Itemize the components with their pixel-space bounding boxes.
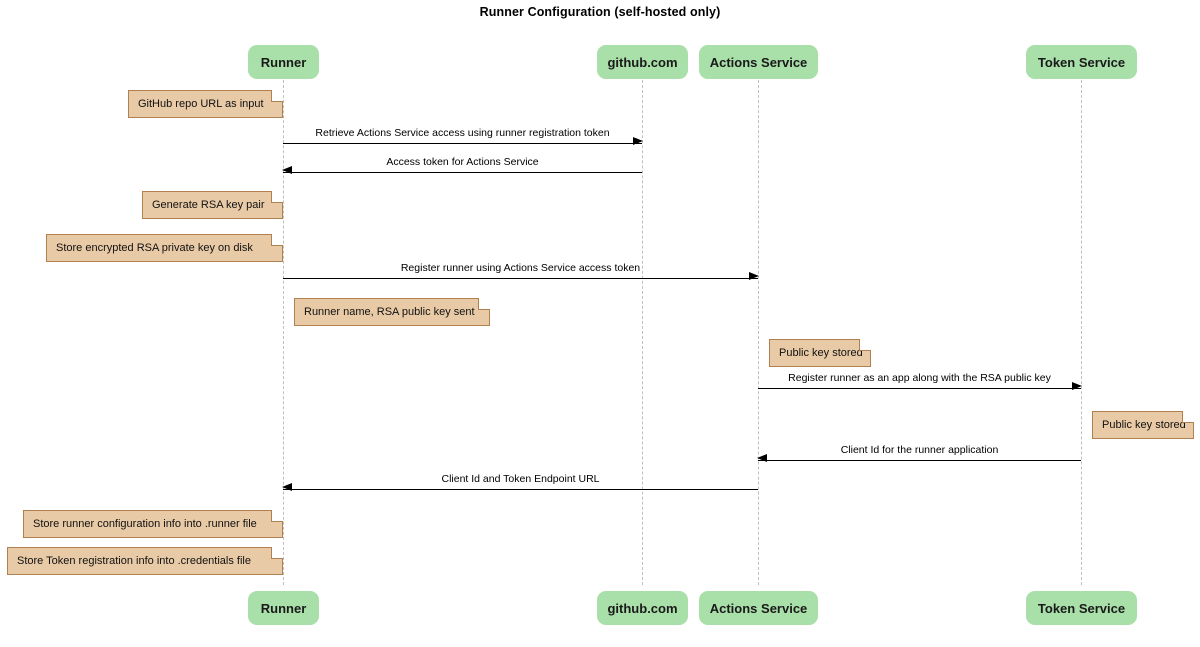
- note-text: Runner name, RSA public key sent: [304, 306, 475, 318]
- message-access-token: Access token for Actions Service: [282, 147, 642, 177]
- participant-label: Actions Service: [709, 600, 808, 616]
- note-fold-icon: [271, 191, 283, 203]
- note-text: Public key stored: [1102, 419, 1186, 431]
- message-line: [283, 271, 759, 280]
- arrow-right-icon: [1072, 381, 1082, 390]
- note-store-encrypted-private-key: Store encrypted RSA private key on disk: [46, 234, 283, 262]
- message-client-id-and-token-endpoint: Client Id and Token Endpoint URL: [282, 464, 758, 494]
- note-fold-icon: [271, 90, 283, 102]
- arrow-right-icon: [633, 136, 643, 145]
- page-title: Runner Configuration (self-hosted only): [479, 5, 721, 19]
- message-line: [282, 482, 758, 491]
- participant-actions-bottom[interactable]: Actions Service: [699, 591, 818, 625]
- message-register-runner-as-app: Register runner as an app along with the…: [758, 363, 1082, 393]
- note-text: GitHub repo URL as input: [138, 98, 264, 110]
- note-public-key-stored-token: Public key stored: [1092, 411, 1194, 439]
- note-fold-icon: [1182, 411, 1194, 423]
- lifeline-runner: [283, 80, 284, 585]
- participant-token-bottom[interactable]: Token Service: [1026, 591, 1137, 625]
- note-fold-icon: [859, 339, 871, 351]
- note-store-token-registration: Store Token registration info into .cred…: [7, 547, 283, 575]
- message-label: Client Id and Token Endpoint URL: [441, 473, 600, 485]
- message-label: Retrieve Actions Service access using ru…: [315, 127, 610, 139]
- note-runner-name-public-key-sent: Runner name, RSA public key sent: [294, 298, 490, 326]
- note-text: Generate RSA key pair: [152, 199, 265, 211]
- participant-label: Token Service: [1037, 600, 1126, 616]
- participant-label: Runner: [260, 54, 307, 70]
- note-store-runner-config: Store runner configuration info into .ru…: [23, 510, 283, 538]
- note-text: Store encrypted RSA private key on disk: [56, 242, 253, 254]
- message-line: [758, 381, 1082, 390]
- lifeline-actions: [758, 80, 759, 585]
- note-fold-icon: [271, 547, 283, 559]
- participant-github-top[interactable]: github.com: [597, 45, 688, 79]
- participant-label: github.com: [607, 54, 678, 70]
- participant-label: Actions Service: [709, 54, 808, 70]
- arrow-right-icon: [749, 271, 759, 280]
- arrow-left-icon: [757, 453, 767, 462]
- participant-runner-bottom[interactable]: Runner: [248, 591, 319, 625]
- message-client-id-for-runner-app: Client Id for the runner application: [757, 435, 1081, 465]
- participant-label: Token Service: [1037, 54, 1126, 70]
- note-fold-icon: [271, 510, 283, 522]
- arrow-left-icon: [282, 482, 292, 491]
- participant-token-top[interactable]: Token Service: [1026, 45, 1137, 79]
- message-line: [282, 165, 642, 174]
- note-fold-icon: [478, 298, 490, 310]
- note-fold-icon: [271, 234, 283, 246]
- message-line: [757, 453, 1081, 462]
- message-line: [283, 136, 643, 145]
- note-text: Public key stored: [779, 347, 863, 359]
- participant-label: github.com: [607, 600, 678, 616]
- note-text: Store runner configuration info into .ru…: [33, 518, 257, 530]
- note-public-key-stored-actions: Public key stored: [769, 339, 871, 367]
- participant-label: Runner: [260, 600, 307, 616]
- lifeline-token: [1081, 80, 1082, 585]
- message-label: Client Id for the runner application: [840, 444, 999, 456]
- message-retrieve-actions-access: Retrieve Actions Service access using ru…: [283, 118, 643, 148]
- participant-actions-top[interactable]: Actions Service: [699, 45, 818, 79]
- note-generate-rsa-key-pair: Generate RSA key pair: [142, 191, 283, 219]
- arrow-left-icon: [282, 165, 292, 174]
- participant-runner-top[interactable]: Runner: [248, 45, 319, 79]
- message-label: Register runner using Actions Service ac…: [400, 262, 641, 274]
- message-label: Register runner as an app along with the…: [788, 372, 1051, 384]
- lifeline-github: [642, 80, 643, 585]
- message-register-runner: Register runner using Actions Service ac…: [283, 253, 759, 283]
- note-text: Store Token registration info into .cred…: [17, 555, 251, 567]
- note-github-repo-url: GitHub repo URL as input: [128, 90, 283, 118]
- message-label: Access token for Actions Service: [386, 156, 539, 168]
- participant-github-bottom[interactable]: github.com: [597, 591, 688, 625]
